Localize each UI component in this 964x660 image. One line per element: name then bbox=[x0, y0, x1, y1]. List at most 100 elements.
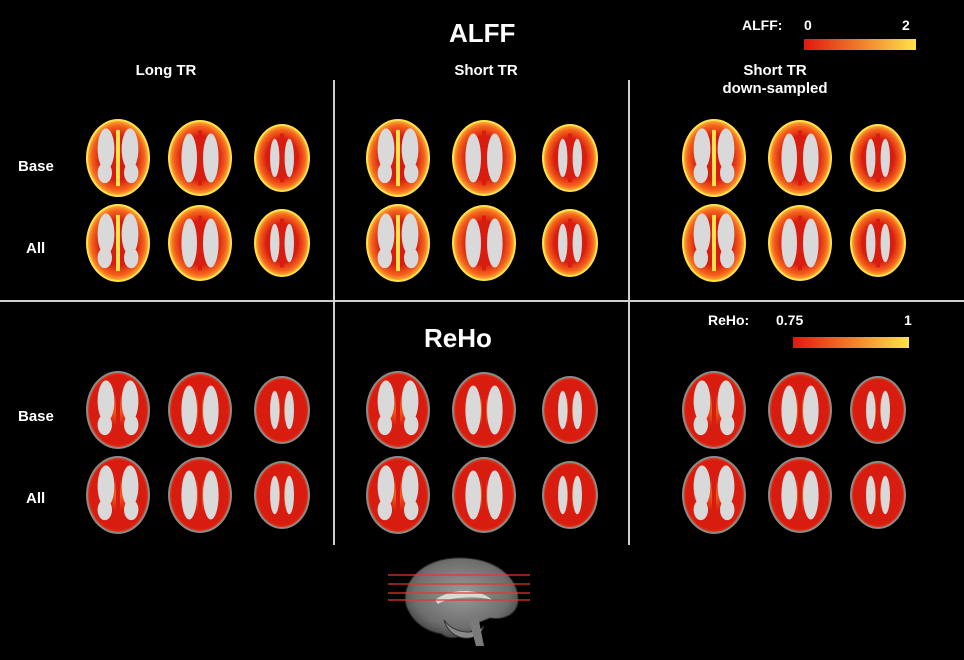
slice-white-matter bbox=[284, 390, 294, 430]
reho-colorbar-max: 1 bbox=[904, 312, 912, 328]
slice-white-matter bbox=[693, 414, 708, 436]
slice-white-matter bbox=[693, 213, 711, 255]
slice-white-matter bbox=[803, 470, 819, 520]
slice-white-matter bbox=[693, 128, 711, 170]
slice-white-matter bbox=[720, 247, 735, 269]
slice-white-matter bbox=[720, 499, 735, 521]
slice-white-matter bbox=[97, 380, 115, 422]
slice-midline bbox=[568, 385, 572, 435]
slice-white-matter bbox=[572, 223, 582, 263]
alff-brain-slice bbox=[168, 205, 232, 281]
slice-white-matter bbox=[124, 414, 139, 436]
slice-white-matter bbox=[377, 213, 395, 255]
slice-white-matter bbox=[404, 499, 419, 521]
slice-white-matter bbox=[124, 162, 139, 184]
slice-white-matter bbox=[558, 223, 568, 263]
reho-brain-slice bbox=[850, 376, 906, 444]
slice-white-matter bbox=[487, 470, 503, 520]
slice-white-matter bbox=[377, 465, 395, 507]
slice-midline bbox=[198, 382, 202, 438]
slice-white-matter bbox=[270, 390, 280, 430]
slice-midline bbox=[482, 467, 486, 523]
slice-midline bbox=[198, 130, 202, 186]
slice-white-matter bbox=[781, 133, 797, 183]
slice-midline bbox=[876, 470, 880, 520]
slice-white-matter bbox=[880, 475, 890, 515]
slice-white-matter bbox=[203, 385, 219, 435]
slice-midline bbox=[280, 470, 284, 520]
slice-midline bbox=[568, 470, 572, 520]
reho-brain-slice bbox=[768, 372, 832, 448]
slice-white-matter bbox=[97, 414, 112, 436]
slice-white-matter bbox=[717, 128, 735, 170]
reho-brain-slice bbox=[86, 371, 150, 449]
slice-white-matter bbox=[558, 138, 568, 178]
slice-white-matter bbox=[97, 162, 112, 184]
slice-white-matter bbox=[717, 380, 735, 422]
slice-white-matter bbox=[404, 247, 419, 269]
slice-midline bbox=[712, 214, 716, 272]
slice-white-matter bbox=[866, 475, 876, 515]
slice-white-matter bbox=[97, 213, 115, 255]
slice-white-matter bbox=[693, 247, 708, 269]
slice-white-matter bbox=[121, 128, 139, 170]
slice-white-matter bbox=[572, 138, 582, 178]
slice-midline bbox=[116, 466, 120, 524]
slice-white-matter bbox=[401, 465, 419, 507]
alff-title: ALFF bbox=[449, 18, 516, 48]
alff-brain-slice bbox=[254, 209, 310, 277]
alff-brain-slice bbox=[768, 205, 832, 281]
column-label-long-tr: Long TR bbox=[135, 62, 197, 79]
slice-white-matter bbox=[404, 162, 419, 184]
slice-midline bbox=[280, 218, 284, 268]
slice-white-matter bbox=[781, 218, 797, 268]
alff-colorbar bbox=[804, 39, 916, 50]
slice-white-matter bbox=[97, 128, 115, 170]
divider-vertical-right bbox=[628, 80, 630, 545]
slice-midline bbox=[568, 133, 572, 183]
slice-midline bbox=[198, 215, 202, 271]
slice-white-matter bbox=[97, 465, 115, 507]
slice-midline bbox=[396, 129, 400, 187]
slice-white-matter bbox=[866, 390, 876, 430]
slice-white-matter bbox=[270, 475, 280, 515]
slice-white-matter bbox=[693, 380, 711, 422]
alff-brain-slice bbox=[254, 124, 310, 192]
slice-midline bbox=[116, 129, 120, 187]
slice-white-matter bbox=[880, 390, 890, 430]
row-label-base-reho: Base bbox=[18, 408, 54, 425]
slice-midline bbox=[280, 385, 284, 435]
slice-white-matter bbox=[401, 380, 419, 422]
slice-white-matter bbox=[401, 128, 419, 170]
reho-brain-slice bbox=[542, 376, 598, 444]
reho-brain-slice bbox=[254, 461, 310, 529]
slice-white-matter bbox=[377, 128, 395, 170]
slice-midline bbox=[482, 130, 486, 186]
slice-white-matter bbox=[377, 380, 395, 422]
slice-white-matter bbox=[803, 385, 819, 435]
reho-brain-slice bbox=[452, 372, 516, 448]
reho-brain-slice bbox=[168, 457, 232, 533]
slice-white-matter bbox=[720, 414, 735, 436]
slice-midline bbox=[798, 382, 802, 438]
slice-midline bbox=[280, 133, 284, 183]
slice-midline bbox=[568, 218, 572, 268]
alff-colorbar-label: ALFF: bbox=[742, 17, 783, 33]
divider-vertical-left bbox=[333, 80, 335, 545]
slice-white-matter bbox=[284, 475, 294, 515]
slice-white-matter bbox=[781, 470, 797, 520]
slice-white-matter bbox=[181, 218, 197, 268]
alff-brain-slice bbox=[366, 204, 430, 282]
row-label-all-reho: All bbox=[26, 490, 46, 507]
slice-white-matter bbox=[803, 133, 819, 183]
slice-midline bbox=[712, 466, 716, 524]
alff-brain-slice bbox=[768, 120, 832, 196]
slice-white-matter bbox=[377, 247, 392, 269]
slice-white-matter bbox=[693, 465, 711, 507]
slice-midline bbox=[876, 385, 880, 435]
slice-white-matter bbox=[124, 247, 139, 269]
slice-white-matter bbox=[866, 223, 876, 263]
reho-brain-slice bbox=[850, 461, 906, 529]
slice-white-matter bbox=[693, 162, 708, 184]
